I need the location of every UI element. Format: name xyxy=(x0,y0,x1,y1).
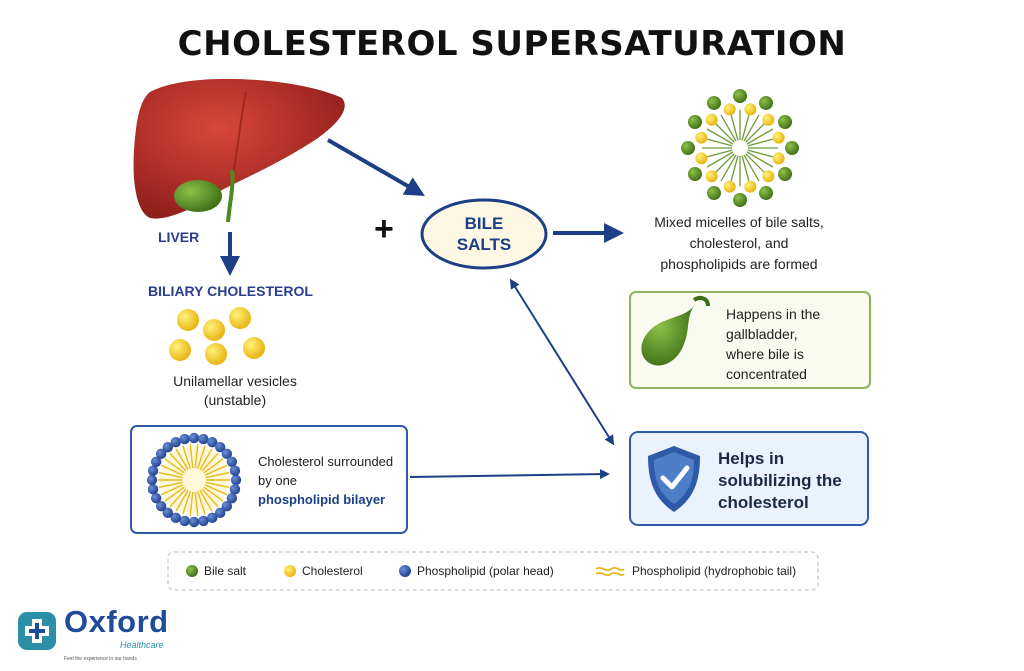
biliary-vesicles xyxy=(169,307,265,365)
page-title: CHOLESTEROL SUPERSATURATION xyxy=(177,24,847,64)
legend-label-cholesterol: Cholesterol xyxy=(302,564,363,578)
gallbladder-caption: Happens in the gallbladder, where bile i… xyxy=(726,306,821,382)
oxford-logo-mark xyxy=(18,612,56,650)
bilayer-caption-highlight: phospholipid bilayer xyxy=(258,492,386,507)
plus-sign: + xyxy=(374,210,394,248)
bile-salts-label: BILE SALTS xyxy=(456,214,512,254)
bile-salts-ellipse xyxy=(420,198,548,270)
gallbladder-box xyxy=(629,291,871,389)
legend-swatch-phospholipid-tail xyxy=(595,566,625,577)
shield-check-icon xyxy=(648,446,700,512)
bilayer-caption-text: Cholesterol surrounded by one xyxy=(258,454,394,488)
mixed-micelle-illustration xyxy=(681,89,799,207)
legend-label-bile-salt: Bile salt xyxy=(204,564,247,578)
arrow-bile-help-bidirectional xyxy=(509,278,615,446)
liver-illustration xyxy=(133,78,345,223)
liver-label: LIVER xyxy=(158,229,200,245)
liver-gallbladder xyxy=(174,180,222,212)
logo-subtitle: Healthcare xyxy=(120,640,164,650)
legend-label-phospholipid-head: Phospholipid (polar head) xyxy=(417,564,554,578)
arrow-liver-to-bile-salts xyxy=(326,138,425,197)
phospholipid-bilayer-illustration xyxy=(146,432,242,528)
arrow-bilayer-to-help xyxy=(409,469,610,480)
legend-label-phospholipid-tail: Phospholipid (hydrophobic tail) xyxy=(632,564,797,578)
legend-box xyxy=(167,551,819,591)
micelle-caption: Mixed micelles of bile salts, cholestero… xyxy=(654,214,824,272)
vesicle-caption: Unilamellar vesicles (unstable) xyxy=(173,373,297,408)
bilayer-caption: Cholesterol surrounded by one phospholip… xyxy=(258,452,404,509)
legend-swatch-cholesterol xyxy=(284,565,296,577)
logo-tagline: Feel the experience in our hands xyxy=(64,656,137,662)
logo-name: Oxford xyxy=(64,604,169,639)
legend-swatch-bile-salt xyxy=(186,565,198,577)
legend-swatch-phospholipid-head xyxy=(399,565,411,577)
biliary-cholesterol-label: BILIARY CHOLESTEROL xyxy=(148,283,313,299)
gallbladder-icon xyxy=(641,296,710,366)
help-caption: Helps in solubilizing the cholesterol xyxy=(718,449,842,512)
